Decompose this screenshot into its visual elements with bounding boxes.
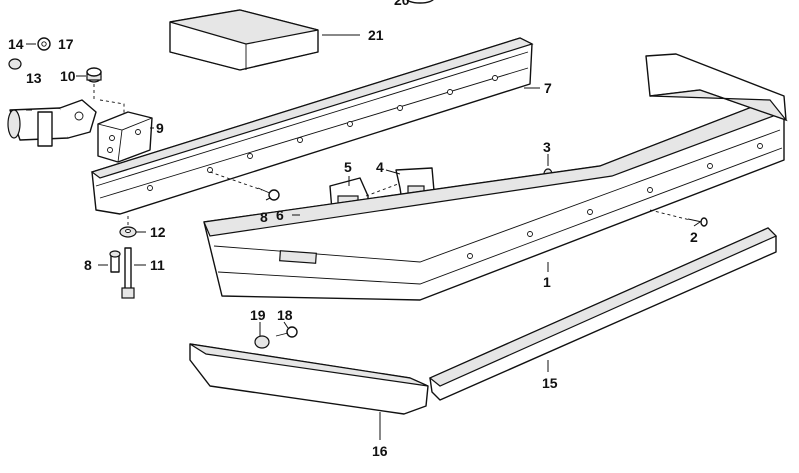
callout-9: 9 [156, 120, 164, 136]
part-10-nut [86, 67, 102, 83]
callout-19: 19 [250, 307, 266, 323]
part-14-nut [8, 58, 22, 70]
part-13-absorber [7, 99, 97, 147]
callout-20: 20 [394, 0, 410, 8]
part-16-end-strip [189, 343, 429, 415]
callout-8-upper: 8 [260, 209, 268, 225]
callout-8-lower: 8 [84, 257, 92, 273]
part-19-nut [254, 335, 270, 349]
callout-14: 14 [8, 36, 24, 52]
callout-6: 6 [276, 207, 284, 223]
part-12-washer [119, 226, 137, 238]
leader-lines [26, 34, 701, 440]
callout-12: 12 [150, 224, 166, 240]
part-17-washer [37, 37, 51, 51]
callout-7: 7 [544, 80, 552, 96]
part-1-rear-bumper [203, 53, 788, 301]
part-2-screw [649, 209, 708, 227]
callout-16: 16 [372, 443, 388, 459]
part-20-washer [406, 0, 434, 4]
callout-21: 21 [368, 27, 384, 43]
callout-3: 3 [543, 139, 551, 155]
guide-9 [99, 99, 125, 114]
part-11-bolt [121, 247, 135, 299]
callout-labels: 21 20 7 14 17 13 10 9 5 4 3 8 6 12 2 8 1… [8, 0, 698, 459]
part-21-box [169, 9, 319, 71]
callout-17: 17 [58, 36, 74, 52]
part-8-screw-upper [209, 171, 280, 201]
guide-4 [365, 183, 399, 197]
part-9-bracket [97, 111, 153, 163]
part-8-screw-lower [109, 250, 121, 273]
callout-10: 10 [60, 68, 76, 84]
part-7-front-bumper [90, 37, 534, 215]
callout-13: 13 [26, 70, 42, 86]
part-15-trim-strip [428, 227, 778, 401]
callout-11: 11 [150, 257, 165, 273]
callout-5: 5 [344, 159, 352, 175]
callout-18: 18 [277, 307, 293, 323]
callout-2: 2 [690, 229, 698, 245]
callout-1: 1 [543, 274, 551, 290]
part-18-clip [275, 326, 298, 338]
callout-4: 4 [376, 159, 384, 175]
callout-15: 15 [542, 375, 558, 391]
